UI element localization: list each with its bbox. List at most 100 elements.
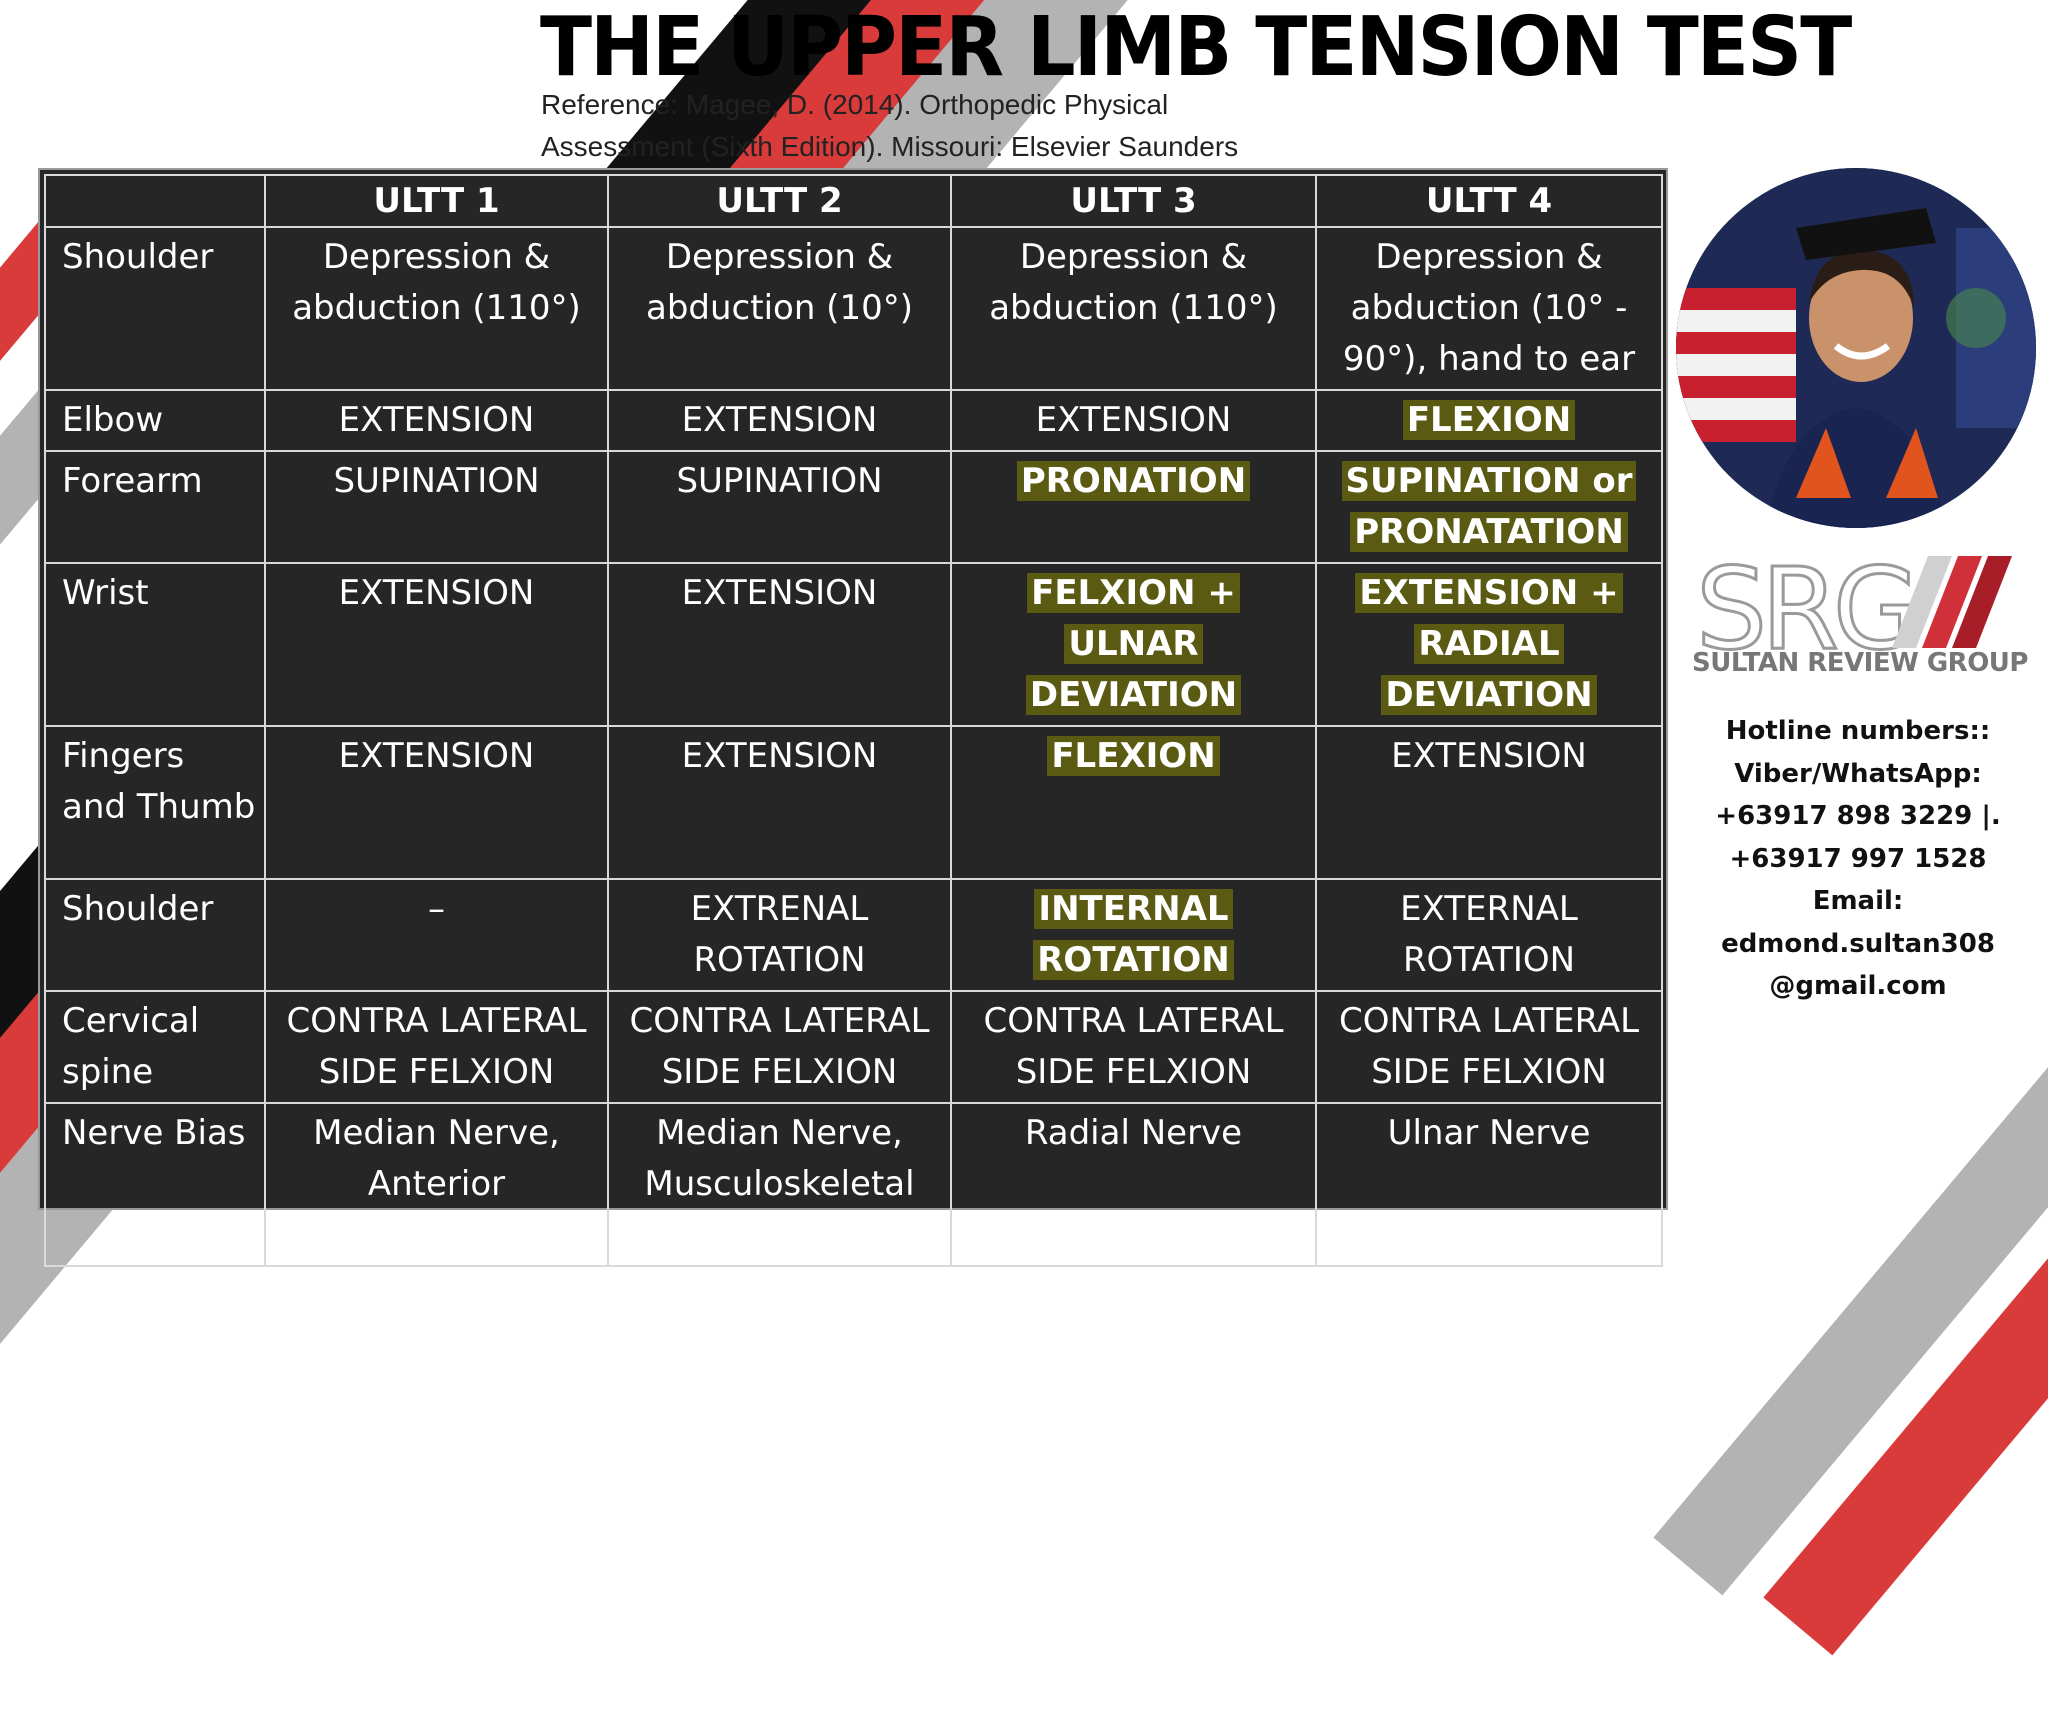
table-cell: EXTENSION	[607, 562, 952, 727]
table-cell: Depression & abduction (10° - 90°), hand…	[1315, 226, 1663, 391]
table-cell: CONTRA LATERAL SIDE FELXION	[1315, 990, 1663, 1104]
table-cell: INTERNAL ROTATION	[950, 878, 1317, 992]
ultt-table: ULTT 1 ULTT 2 ULTT 3 ULTT 4 Shoulder Depr…	[44, 174, 1663, 1267]
header-ultt-4: ULTT 4	[1315, 174, 1663, 228]
srg-logo-mark: SRG	[1696, 548, 1914, 675]
table-cell: EXTENSION	[607, 725, 952, 880]
row-label: Elbow	[44, 389, 266, 452]
reference-line-1: Reference: Magee, D. (2014). Orthopedic …	[541, 89, 1169, 120]
table-row: Elbow EXTENSION EXTENSION EXTENSION FLEXION	[44, 389, 1663, 452]
table-cell: SUPINATION	[607, 450, 952, 564]
table-row: Fingers and Thumb EXTENSION EXTENSION FLEXI…	[44, 725, 1663, 880]
srg-logo-name: SULTAN REVIEW GROUP	[1692, 648, 2028, 678]
cell-text: CONTRA LATERAL SIDE FELXION	[286, 1001, 587, 1092]
highlighted-cell-text: INTERNAL ROTATION	[1033, 889, 1234, 980]
row-label: Shoulder	[44, 878, 266, 992]
contact-line: +63917 898 3229 |.	[1715, 801, 2001, 831]
cell-text: Median Nerve, Anterior Interosseus Nerve	[282, 1113, 591, 1255]
table-cell: CONTRA LATERAL SIDE FELXION	[264, 990, 609, 1104]
cell-text: EXTRENAL ROTATION	[690, 889, 869, 980]
table-cell: SUPINATION or PRONATATION	[1315, 450, 1663, 564]
row-label: Cervical spine	[44, 990, 266, 1104]
table-row: Forearm SUPINATION SUPINATION PRONATION SUPI…	[44, 450, 1663, 564]
highlighted-cell-text: PRONATION	[1016, 461, 1251, 501]
page-title: THE UPPER LIMB TENSION TEST	[540, 0, 1852, 95]
cell-text: EXTENSION	[338, 573, 535, 613]
table-cell: EXTENSION	[1315, 725, 1663, 880]
cell-text: Median Nerve, Musculoskeletal Nerve	[644, 1113, 915, 1255]
contact-line: edmond.sultan308	[1721, 928, 1995, 959]
highlighted-cell-text: FLEXION	[1402, 400, 1576, 440]
cell-text: EXTENSION	[1035, 400, 1232, 440]
cell-text: –	[428, 889, 445, 929]
header-ultt-2: ULTT 2	[607, 174, 952, 228]
table-cell: Ulnar Nerve	[1315, 1102, 1663, 1267]
table-cell: PRONATION	[950, 450, 1317, 564]
highlighted-cell-text: FLEXION	[1047, 736, 1220, 776]
table-cell: Depression & abduction (10°)	[607, 226, 952, 391]
highlighted-cell-text: EXTENSION + RADIAL DEVIATION	[1355, 573, 1623, 715]
table-cell: EXTERNAL ROTATION	[1315, 878, 1663, 992]
header-ultt-1: ULTT 1	[264, 174, 609, 228]
row-label: Forearm	[44, 450, 266, 564]
header-empty	[44, 174, 266, 228]
cell-text: CONTRA LATERAL SIDE FELXION	[983, 1001, 1284, 1092]
srg-logo: SRG	[1695, 548, 2012, 677]
highlighted-cell-text: FELXION + ULNAR DEVIATION	[1025, 573, 1242, 715]
cell-text: Depression & abduction (110°)	[292, 237, 581, 328]
table-cell: FELXION + ULNAR DEVIATION	[950, 562, 1317, 727]
cell-text: Depression & abduction (10° - 90°), hand…	[1342, 237, 1636, 379]
table-cell: CONTRA LATERAL SIDE FELXION	[607, 990, 952, 1104]
contact-line: Email:	[1812, 886, 1904, 916]
table-cell: FLEXION	[1315, 389, 1663, 452]
cell-text: EXTENSION	[681, 400, 878, 440]
contact-info: Hotline numbers::Viber/WhatsApp:+63917 8…	[1690, 710, 2026, 1008]
table-cell: EXTENSION	[264, 725, 609, 880]
table-cell: FLEXION	[950, 725, 1317, 880]
table-cell: CONTRA LATERAL SIDE FELXION	[950, 990, 1317, 1104]
cell-text: Ulnar Nerve	[1387, 1113, 1591, 1153]
table-cell: Depression & abduction (110°)	[264, 226, 609, 391]
profile-photo	[1676, 168, 2036, 528]
profile-photo-illustration	[1676, 168, 2036, 528]
table-cell: –	[264, 878, 609, 992]
reference-text: Reference: Magee, D. (2014). Orthopedic …	[541, 84, 1441, 168]
row-label: Nerve Bias	[44, 1102, 266, 1267]
table-cell: EXTENSION	[264, 562, 609, 727]
cell-text: EXTENSION	[338, 400, 535, 440]
row-label: Wrist	[44, 562, 266, 727]
table-row: Shoulder – EXTRENAL ROTATION INTERNAL ROTAT…	[44, 878, 1663, 992]
table-row: Shoulder Depression & abduction (110°) Dep…	[44, 226, 1663, 391]
cell-text: EXTENSION	[681, 573, 878, 613]
cell-text: CONTRA LATERAL SIDE FELXION	[629, 1001, 930, 1092]
cell-text: EXTENSION	[681, 736, 878, 776]
cell-text: SUPINATION	[676, 461, 883, 501]
table-header-row: ULTT 1 ULTT 2 ULTT 3 ULTT 4	[44, 174, 1663, 228]
table-cell: EXTENSION	[264, 389, 609, 452]
flag-stripes	[1676, 288, 1796, 442]
table-cell: EXTRENAL ROTATION	[607, 878, 952, 992]
row-label: Shoulder	[44, 226, 266, 391]
contact-line: +63917 997 1528	[1729, 843, 1987, 874]
table-cell: Median Nerve, Musculoskeletal Nerve	[607, 1102, 952, 1267]
table-cell: EXTENSION	[950, 389, 1317, 452]
cell-text: CONTRA LATERAL SIDE FELXION	[1338, 1001, 1640, 1092]
row-label: Fingers and Thumb	[44, 725, 266, 880]
cell-text: EXTENSION	[1391, 736, 1587, 776]
cell-text: EXTENSION	[338, 736, 535, 776]
reference-line-2: Assessment (Sixth Edition). Missouri: El…	[541, 131, 1239, 162]
cell-text: SUPINATION	[333, 461, 540, 501]
cell-text: Depression & abduction (10°)	[646, 237, 913, 328]
table-cell: Radial Nerve	[950, 1102, 1317, 1267]
cell-text: Depression & abduction (110°)	[989, 237, 1278, 328]
contact-line: Hotline numbers::	[1725, 716, 1991, 746]
contact-line: @gmail.com	[1769, 971, 1947, 1001]
table-cell: EXTENSION	[607, 389, 952, 452]
ultt-table-container: ULTT 1 ULTT 2 ULTT 3 ULTT 4 Shoulder Depr…	[38, 168, 1668, 1267]
contact-line: Viber/WhatsApp:	[1734, 758, 1982, 789]
table-cell: Median Nerve, Anterior Interosseus Nerve	[264, 1102, 609, 1267]
highlighted-cell-text: SUPINATION or PRONATATION	[1341, 461, 1637, 552]
cell-text: Radial Nerve	[1024, 1113, 1243, 1153]
